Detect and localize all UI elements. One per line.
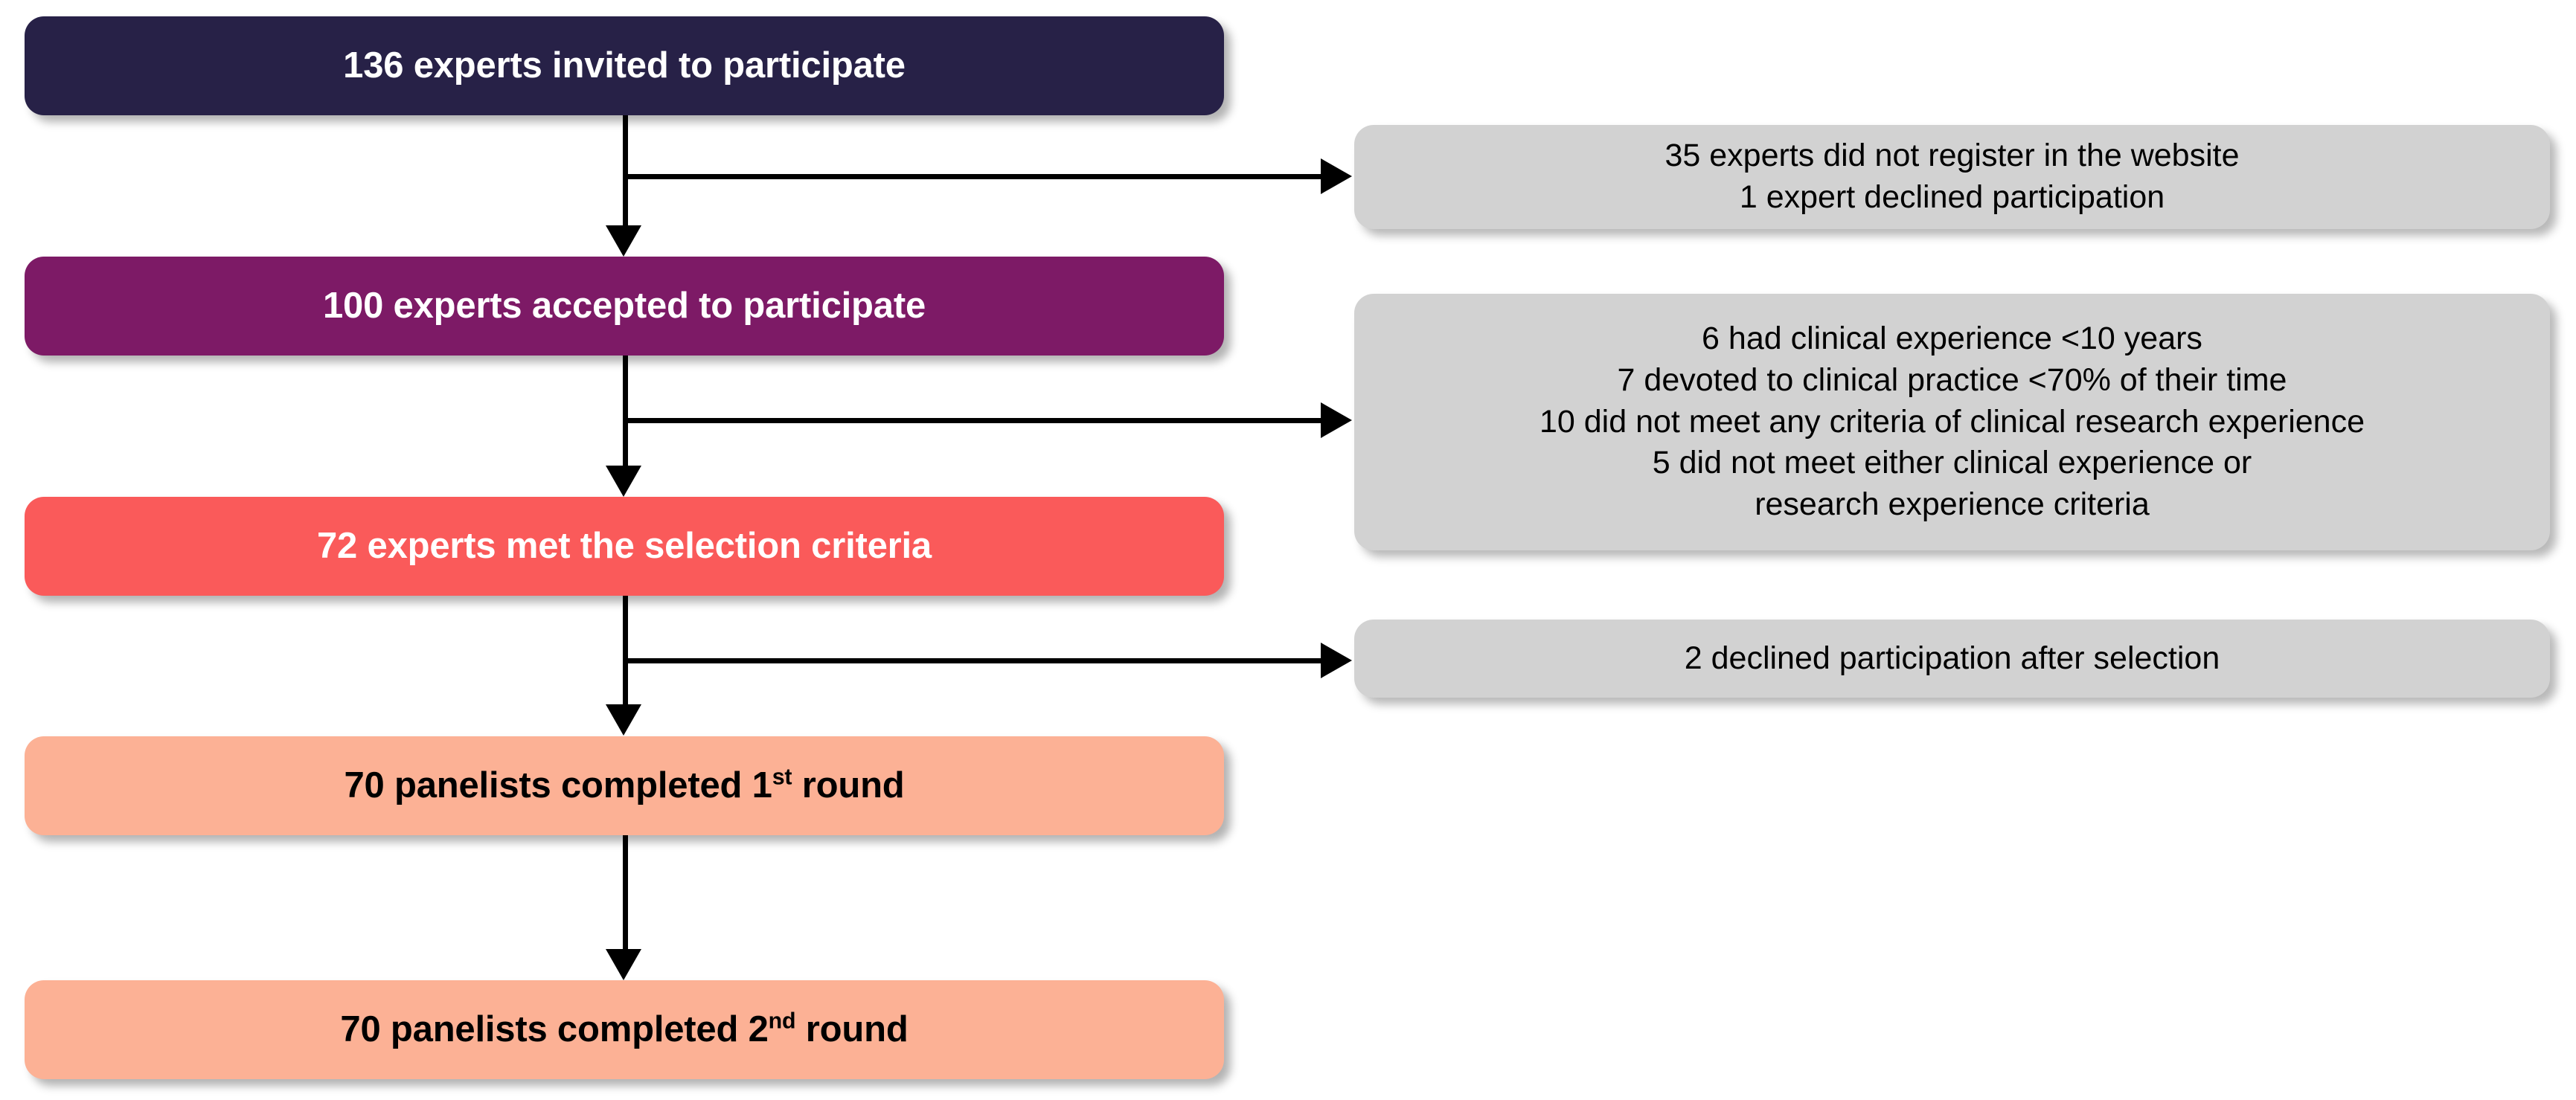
exclusion-line: 5 did not meet either clinical experienc… bbox=[1652, 445, 2252, 481]
exclusion-line: 35 experts did not register in the websi… bbox=[1665, 138, 2240, 174]
arrowhead-right-to-exclusion-2 bbox=[1321, 402, 1352, 438]
flow-box-round-1-text-tail: round bbox=[792, 765, 905, 805]
flow-box-accepted: 100 experts accepted to participate bbox=[25, 257, 1224, 356]
flow-box-invited-label: 136 experts invited to participate bbox=[343, 45, 906, 86]
arrowhead-right-to-exclusion-3 bbox=[1321, 643, 1352, 678]
flow-box-met-criteria-label: 72 experts met the selection criteria bbox=[317, 525, 932, 567]
connector-met-criteria-to-exclusion-3 bbox=[623, 658, 1322, 663]
exclusion-line: research experience criteria bbox=[1755, 486, 2150, 523]
connector-accepted-to-met-criteria bbox=[623, 356, 628, 467]
exclusion-line: 2 declined participation after selection bbox=[1684, 640, 2220, 676]
flow-box-accepted-text: 100 experts accepted to participate bbox=[322, 285, 926, 326]
arrowhead-down-to-met-criteria bbox=[606, 466, 641, 497]
flow-box-round-1-text: 70 panelists completed 1 bbox=[344, 765, 772, 805]
flow-box-invited-text: 136 experts invited to participate bbox=[343, 45, 906, 86]
connector-invited-to-exclusion-1 bbox=[623, 174, 1322, 179]
exclusion-line: 1 expert declined participation bbox=[1739, 179, 2165, 215]
flow-box-round-2-label: 70 panelists completed 2nd round bbox=[340, 1008, 909, 1050]
flow-box-round-1-label: 70 panelists completed 1st round bbox=[344, 764, 905, 806]
exclusion-line: 7 devoted to clinical practice <70% of t… bbox=[1617, 361, 2287, 398]
flow-box-round-2-ordinal-suffix: nd bbox=[768, 1008, 796, 1034]
flow-box-met-criteria: 72 experts met the selection criteria bbox=[25, 497, 1224, 596]
exclusion-box-after-invitation: 35 experts did not register in the websi… bbox=[1354, 125, 2550, 229]
exclusion-box-selection-criteria: 6 had clinical experience <10 years 7 de… bbox=[1354, 294, 2550, 550]
arrowhead-down-to-round-1 bbox=[606, 704, 641, 736]
flow-box-invited: 136 experts invited to participate bbox=[25, 16, 1224, 115]
connector-met-criteria-to-round-1 bbox=[623, 596, 628, 706]
exclusion-box-after-selection: 2 declined participation after selection bbox=[1354, 620, 2550, 698]
exclusion-line: 6 had clinical experience <10 years bbox=[1702, 320, 2202, 356]
flow-box-met-criteria-text: 72 experts met the selection criteria bbox=[317, 525, 932, 566]
arrowhead-down-to-round-2 bbox=[606, 949, 641, 980]
connector-round-1-to-round-2 bbox=[623, 835, 628, 951]
flow-box-round-1: 70 panelists completed 1st round bbox=[25, 736, 1224, 835]
flow-box-round-2-text-tail: round bbox=[795, 1009, 909, 1049]
arrowhead-right-to-exclusion-1 bbox=[1321, 158, 1352, 194]
connector-accepted-to-exclusion-2 bbox=[623, 418, 1322, 423]
flow-box-round-2-text: 70 panelists completed 2 bbox=[340, 1009, 769, 1049]
arrowhead-down-to-accepted bbox=[606, 225, 641, 257]
flow-box-round-2: 70 panelists completed 2nd round bbox=[25, 980, 1224, 1079]
exclusion-line: 10 did not meet any criteria of clinical… bbox=[1539, 403, 2365, 440]
flow-box-accepted-label: 100 experts accepted to participate bbox=[323, 286, 926, 327]
flow-box-round-1-ordinal-suffix: st bbox=[772, 764, 792, 790]
connector-invited-to-accepted bbox=[623, 115, 628, 227]
